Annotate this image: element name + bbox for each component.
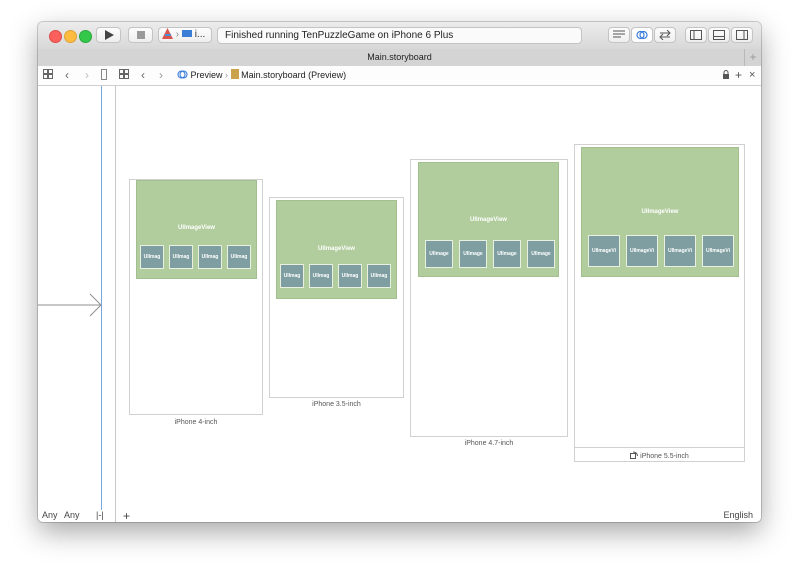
right-back-chevron-icon[interactable]: ‹ [141,68,145,82]
play-icon [104,30,114,40]
stop-button[interactable] [128,27,153,43]
bottom-panel-icon [713,30,725,40]
minimize-window-button[interactable] [64,30,77,43]
image-cell[interactable]: UIImag [338,264,362,288]
preview-canvas: UIImageView UIImag UIImag UIImag UIImag … [116,86,761,522]
language-selector[interactable]: English [723,510,753,520]
image-cell[interactable]: UIImage [527,240,555,268]
assistant-rings-icon [636,30,648,40]
xcode-app-icon [162,28,173,39]
image-cell[interactable]: UIImag [367,264,391,288]
image-view-label: UIImageView [178,225,215,231]
ui-image-view-container[interactable]: UIImageView UIImageVi UIImageVi UIImageV… [581,147,739,277]
device-label-4-7-inch: iPhone 4.7-inch [464,440,514,447]
device-label-3-5-inch: iPhone 3.5-inch [312,401,361,408]
image-cell[interactable]: UIImageVi [664,235,696,267]
image-cell[interactable]: UIImage [459,240,487,268]
crumb-separator-icon: › [225,70,229,80]
preview-crumb-label: Preview [190,70,223,80]
scheme-selector[interactable]: › i... [158,27,212,43]
close-editor-icon[interactable]: × [749,69,756,81]
right-related-items-grid-icon[interactable] [119,66,129,85]
image-cell[interactable]: UIImage [493,240,521,268]
new-tab-button[interactable]: + [744,49,761,66]
version-editor-button[interactable] [654,27,676,43]
toggle-debug-button[interactable] [708,27,730,43]
scheme-label: i... [194,29,206,40]
run-button[interactable] [96,27,121,43]
ui-image-view-container[interactable]: UIImageView UIImag UIImag UIImag UIImag [276,200,397,299]
image-view-label: UIImageView [641,209,679,215]
stop-icon [136,31,145,39]
size-class-any[interactable]: Any [42,510,58,520]
assistant-editor-button[interactable] [631,27,653,43]
pane-divider[interactable] [115,86,116,522]
preview-crumb[interactable]: Preview › Main.storyboard (Preview) [177,66,346,85]
left-editor-pane [38,86,103,522]
image-cell[interactable]: UIImag [227,245,251,269]
device-label-5-5-inch-row: iPhone 5.5-inch [575,451,744,460]
xcode-window: › i... Finished running TenPuzzleGame on… [38,22,761,522]
tab-main-storyboard[interactable]: Main.storyboard [367,52,432,62]
close-window-button[interactable] [49,30,62,43]
guide-line [101,86,102,510]
related-items-grid-icon[interactable] [43,66,53,85]
toggle-utilities-button[interactable] [731,27,753,43]
image-cell[interactable]: UIImage [425,240,453,268]
image-cell[interactable]: UIImageVi [702,235,734,267]
device-frame-3-5-inch[interactable]: UIImageView UIImag UIImag UIImag UIImag [269,197,404,398]
jump-bar: ‹ › ‹ › Preview › Main.storyboard (Previ… [38,66,761,86]
back-chevron-icon[interactable]: ‹ [65,68,69,82]
right-panel-icon [736,30,748,40]
standard-editor-button[interactable] [608,27,630,43]
device-divider [575,447,744,448]
editor-tab-bar: Main.storyboard + [38,49,761,67]
document-outline-icon[interactable] [101,66,107,85]
device-label-5-5-inch: iPhone 5.5-inch [640,453,689,460]
ui-image-view-container[interactable]: UIImageView UIImage UIImage UIImage UIIm… [418,162,559,277]
image-view-label: UIImageView [470,217,507,223]
device-icon [181,30,192,37]
initial-view-arrow-icon [38,293,102,317]
resolve-layout-icon[interactable]: |-| [96,510,104,520]
image-cell[interactable]: UIImag [309,264,333,288]
bottom-bar: Any Any |-| + English [38,509,761,522]
right-forward-chevron-icon[interactable]: › [159,68,163,82]
image-cell[interactable]: UIImag [140,245,164,269]
image-cell[interactable]: UIImageVi [626,235,658,267]
storyboard-file-icon [230,69,239,79]
forward-chevron-icon[interactable]: › [85,68,89,82]
ui-image-view-container[interactable]: UIImageView UIImag UIImag UIImag UIImag [136,180,257,279]
swap-arrows-icon [659,29,671,41]
file-crumb-label: Main.storyboard (Preview) [241,70,347,80]
add-device-button[interactable]: + [123,509,131,522]
size-class-any-second[interactable]: Any [64,510,80,520]
image-cell[interactable]: UIImag [198,245,222,269]
toggle-navigator-button[interactable] [685,27,707,43]
status-text: Finished running TenPuzzleGame on iPhone… [225,30,454,41]
activity-status: Finished running TenPuzzleGame on iPhone… [217,27,582,44]
image-cell[interactable]: UIImageVi [588,235,620,267]
rotate-device-icon[interactable] [630,451,639,459]
lock-icon[interactable] [722,66,730,85]
image-cell[interactable]: UIImag [280,264,304,288]
image-view-label: UIImageView [318,246,355,252]
device-label-4-inch: iPhone 4-inch [174,419,218,426]
toolbar: › i... Finished running TenPuzzleGame on… [38,22,761,50]
add-editor-icon[interactable]: + [735,68,743,82]
chevron-right-icon: › [175,29,180,40]
assistant-rings-small-icon [177,70,188,79]
device-frame-4-7-inch[interactable]: UIImageView UIImage UIImage UIImage UIIm… [410,159,568,437]
text-lines-icon [613,30,625,38]
device-frame-5-5-inch[interactable]: UIImageView UIImageVi UIImageVi UIImageV… [574,144,745,462]
image-cell[interactable]: UIImag [169,245,193,269]
zoom-window-button[interactable] [79,30,92,43]
left-panel-icon [690,30,702,40]
device-frame-4-inch[interactable]: UIImageView UIImag UIImag UIImag UIImag [129,179,263,415]
